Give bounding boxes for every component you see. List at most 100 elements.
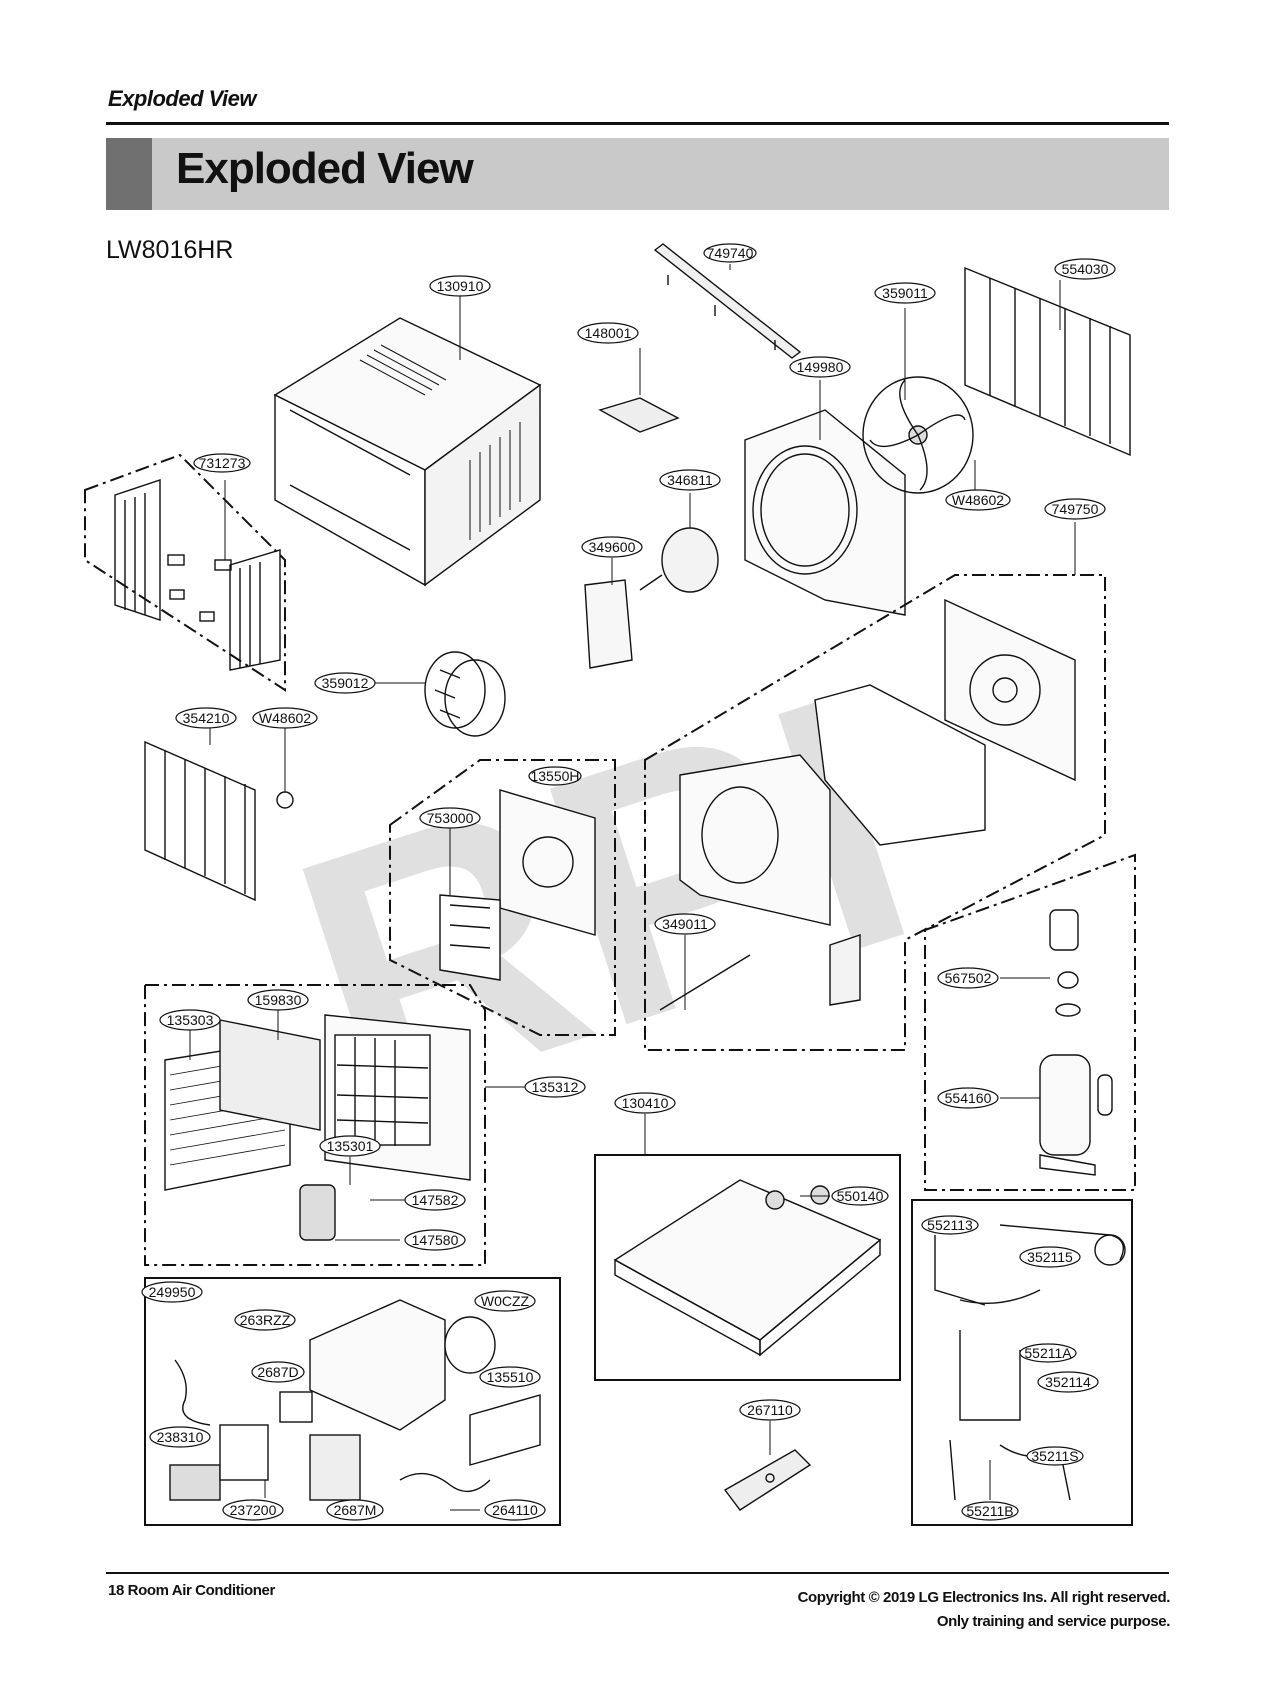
svg-text:249950: 249950 [149,1284,196,1300]
title-banner: Exploded View [106,138,1169,210]
svg-text:2687M: 2687M [334,1502,377,1518]
part-label: 267110 [739,1399,801,1421]
scroll-box [644,574,1106,1051]
side-curtain-drawing [84,453,286,692]
part-label: 550140 [831,1186,889,1206]
part-label: 554160 [937,1087,999,1109]
svg-text:352115: 352115 [1027,1249,1073,1265]
part-label: 55211A [1019,1343,1077,1363]
svg-text:135312: 135312 [532,1079,579,1095]
svg-text:2687D: 2687D [257,1364,298,1380]
part-label: 159830 [247,989,309,1011]
part-label: 567502 [937,967,999,989]
part-label: W0CZZ [474,1290,536,1312]
shroud-drawing [744,409,906,616]
svg-text:135510: 135510 [487,1369,534,1385]
part-label: 731273 [193,453,251,473]
svg-text:148001: 148001 [585,325,632,341]
part-label: 237200 [222,1499,284,1521]
part-label: 147580 [404,1229,466,1251]
footer-purpose: Only training and service purpose. [936,1613,1171,1630]
svg-text:554160: 554160 [945,1090,992,1106]
svg-text:749740: 749740 [707,245,754,261]
part-label: 148001 [577,322,639,344]
svg-text:264110: 264110 [492,1502,538,1518]
fan-drawing [862,376,974,494]
svg-text:147582: 147582 [412,1192,459,1208]
header-rule [106,122,1169,125]
front-grille-box [144,984,486,1266]
svg-text:753000: 753000 [427,810,474,826]
part-label: W48602 [252,707,318,729]
part-label: 35211S [1026,1446,1084,1466]
motor-mount-drawing [584,579,633,669]
part-label: 135303 [159,1009,221,1031]
svg-text:135301: 135301 [327,1138,374,1154]
svg-text:349011: 349011 [662,916,708,932]
svg-text:149980: 149980 [797,359,844,375]
part-label: 149980 [789,356,851,378]
svg-text:359012: 359012 [322,675,369,691]
banner-tab [106,138,152,210]
svg-text:W48602: W48602 [259,710,311,726]
part-label: 346811 [659,469,721,491]
part-label: 2687M [326,1499,384,1521]
svg-text:W0CZZ: W0CZZ [481,1293,530,1309]
bracket-drawing [598,397,680,433]
part-label: 55211B [961,1501,1019,1521]
svg-text:352114: 352114 [1045,1374,1091,1390]
part-label: 2687D [251,1361,305,1383]
part-label: 147582 [404,1189,466,1211]
part-label: 238310 [149,1426,211,1448]
page-title: Exploded View [176,144,474,193]
footer-copyright-block: Copyright © 2019 LG Electronics Ins. All… [797,1586,1171,1634]
svg-text:263RZZ: 263RZZ [240,1312,291,1328]
part-label: 552113 [921,1215,979,1235]
piping-box [911,1199,1133,1526]
blower-drawing [424,651,506,737]
part-label: 349011 [654,913,716,935]
evaporator-drawing [144,740,294,902]
footer-page-number: 18 Room Air Conditioner [108,1582,275,1599]
part-label: 352114 [1037,1371,1099,1393]
remote-drawing [723,1449,812,1511]
part-label: 135312 [524,1076,586,1098]
svg-text:237200: 237200 [230,1502,277,1518]
svg-text:731273: 731273 [199,455,246,471]
part-label: 354210 [175,707,237,729]
part-label: 359012 [314,672,376,694]
svg-text:359011: 359011 [882,285,928,301]
cabinet-drawing [273,317,542,587]
part-label: 249950 [141,1281,203,1303]
part-label: 13550H [528,766,582,786]
svg-text:267110: 267110 [747,1402,793,1418]
svg-text:349600: 349600 [589,539,636,555]
svg-text:238310: 238310 [157,1429,204,1445]
part-label: 264110 [484,1499,546,1521]
part-label: 349600 [581,536,643,558]
part-label: 135301 [319,1135,381,1157]
motor-drawing [639,527,719,593]
svg-text:552113: 552113 [927,1217,973,1233]
svg-text:354210: 354210 [183,710,230,726]
part-label: 263RZZ [234,1309,296,1331]
condenser-drawing [964,266,1131,457]
part-label: 749740 [703,243,757,263]
part-label: 749750 [1044,498,1106,520]
svg-text:749750: 749750 [1052,501,1099,517]
svg-text:554030: 554030 [1062,261,1109,277]
footer-copyright: Copyright © 2019 LG Electronics Ins. All… [797,1589,1171,1606]
part-label: 352115 [1019,1246,1081,1268]
part-label: 554030 [1054,258,1116,280]
part-label: 130410 [614,1092,676,1114]
svg-text:159830: 159830 [255,992,302,1008]
base-pan-box [594,1154,901,1381]
model-number: LW8016HR [106,236,234,264]
svg-text:550140: 550140 [837,1188,884,1204]
svg-text:567502: 567502 [945,970,992,986]
heater-box [389,759,616,1036]
footer-rule [106,1572,1169,1574]
compressor-box [924,853,1136,1191]
rail-drawing [653,243,802,359]
